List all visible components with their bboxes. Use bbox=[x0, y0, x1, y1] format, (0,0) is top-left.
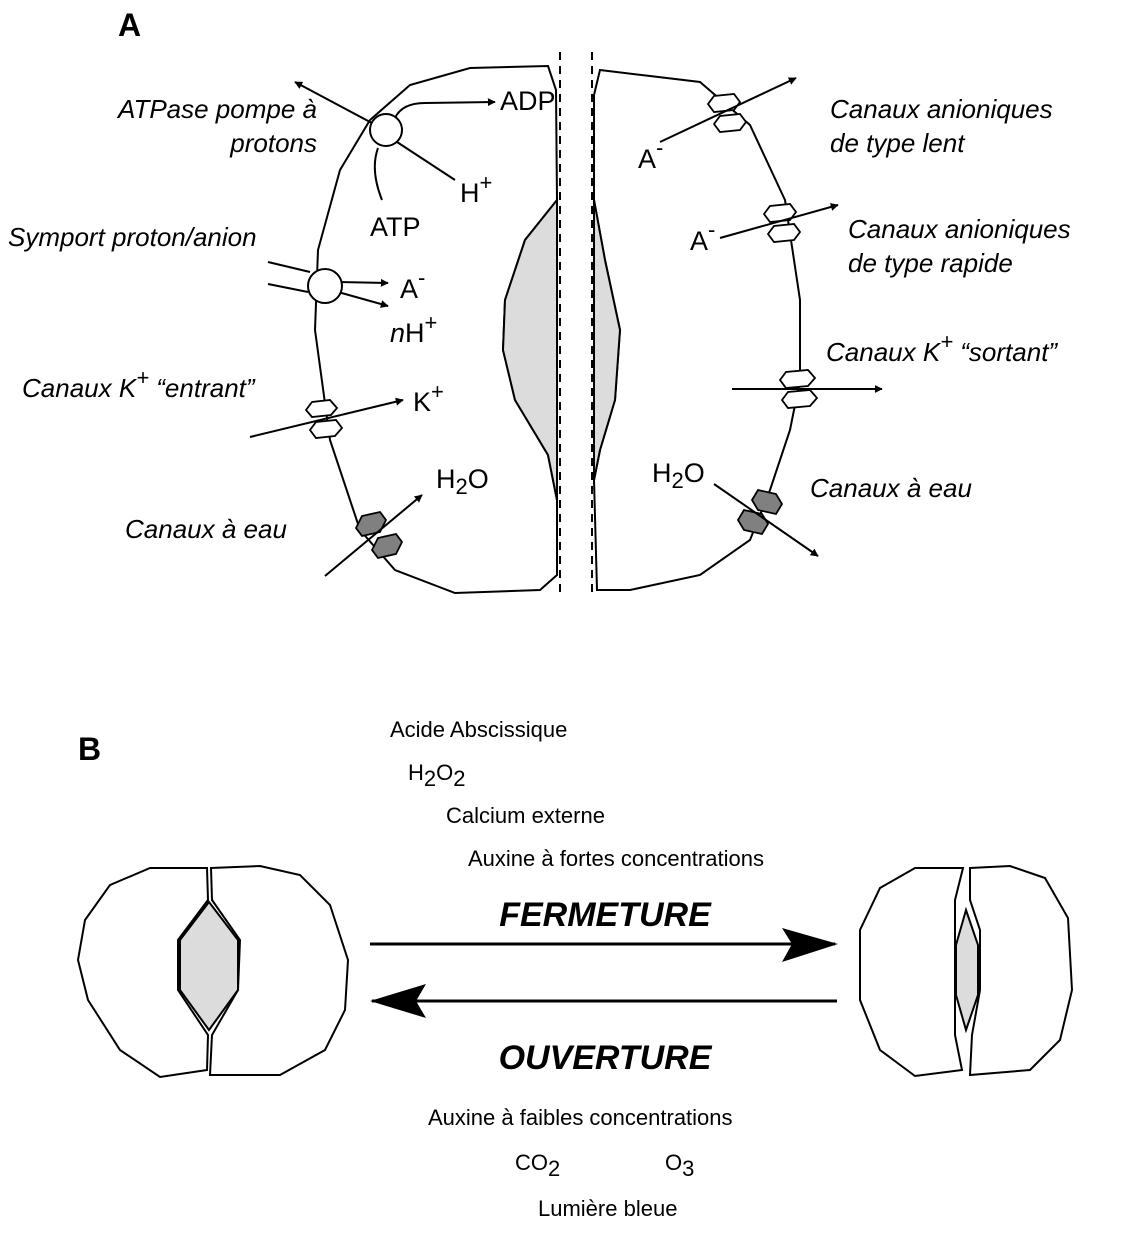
a-text: A bbox=[638, 144, 656, 174]
minus-superscript: - bbox=[656, 135, 663, 160]
symport-icon bbox=[308, 269, 342, 303]
a-text: A bbox=[400, 274, 418, 304]
k-outward-label-pre: Canaux K bbox=[826, 337, 942, 367]
o3-text: O bbox=[665, 1150, 682, 1175]
blue-light-label: Lumière bleue bbox=[538, 1196, 677, 1221]
h2o2-sub-b: 2 bbox=[453, 766, 465, 791]
h2o2-h: H bbox=[408, 760, 424, 785]
closed-stoma-pore bbox=[956, 910, 978, 1030]
co2-sub: 2 bbox=[548, 1156, 560, 1181]
water-sub: 2 bbox=[672, 468, 684, 493]
water-h: H bbox=[652, 458, 672, 488]
k-inward-label: Canaux K+ “entrant” bbox=[22, 365, 256, 403]
rapid-anion-channel-top bbox=[764, 204, 796, 222]
water-o: O bbox=[684, 458, 705, 488]
auxin-low-label: Auxine à faibles concentrations bbox=[428, 1105, 733, 1130]
water-channel-left-label: Canaux à eau bbox=[125, 514, 287, 544]
rapid-anion-label-line2: de type rapide bbox=[848, 248, 1013, 278]
slow-anion-channel-bottom bbox=[714, 114, 746, 132]
h-text: H bbox=[460, 178, 480, 208]
minus-superscript: - bbox=[708, 217, 715, 242]
symport-input-line-1 bbox=[268, 262, 310, 272]
slow-anion-channel-top bbox=[708, 94, 740, 112]
atp-label: ATP bbox=[370, 212, 421, 242]
water-o: O bbox=[468, 464, 489, 494]
plus-superscript: + bbox=[136, 365, 149, 390]
auxin-high-label: Auxine à fortes concentrations bbox=[468, 846, 764, 871]
slow-anion-label-line1: Canaux anioniques bbox=[830, 94, 1053, 124]
minus-superscript: - bbox=[418, 265, 425, 290]
k-outward-label-post: “sortant” bbox=[953, 337, 1058, 367]
panel-label-a: A bbox=[118, 7, 141, 43]
water-channel-right-label: Canaux à eau bbox=[810, 473, 972, 503]
atpase-label-line2: protons bbox=[229, 128, 317, 158]
water-h: H bbox=[436, 464, 456, 494]
atpase-pump-icon bbox=[370, 114, 402, 146]
panel-label-b: B bbox=[78, 731, 101, 767]
plus-superscript: + bbox=[480, 170, 493, 195]
opening-label: OUVERTURE bbox=[499, 1039, 713, 1077]
k-inward-channel-top bbox=[306, 400, 337, 417]
h2o2-o: O bbox=[436, 760, 453, 785]
abscisic-acid-label: Acide Abscissique bbox=[390, 717, 567, 742]
plus-superscript: + bbox=[940, 329, 953, 354]
water-sub: 2 bbox=[456, 474, 468, 499]
k-inward-label-post: “entrant” bbox=[149, 373, 256, 403]
atpase-label-line1: ATPase pompe à bbox=[116, 94, 317, 124]
o3-label: O3 bbox=[665, 1150, 694, 1181]
closed-stoma-right-guard-cell bbox=[970, 866, 1072, 1075]
h2o2-sub-a: 2 bbox=[424, 766, 436, 791]
symport-input-line-2 bbox=[268, 284, 308, 292]
plus-superscript: + bbox=[425, 310, 438, 335]
rapid-anion-channel-bottom bbox=[768, 224, 800, 242]
a-text: A bbox=[690, 226, 708, 256]
k-text: K bbox=[413, 387, 431, 417]
co2-text: CO bbox=[515, 1150, 548, 1175]
k-outward-label: Canaux K+ “sortant” bbox=[826, 329, 1058, 367]
symport-label: Symport proton/anion bbox=[8, 222, 257, 252]
calcium-label: Calcium externe bbox=[446, 803, 605, 828]
o3-sub: 3 bbox=[682, 1156, 694, 1181]
co2-label: CO2 bbox=[515, 1150, 560, 1181]
h2o2-label: H2O2 bbox=[408, 760, 466, 791]
symport-anion-arrow bbox=[338, 282, 388, 283]
h-text: H bbox=[405, 318, 425, 348]
closing-label: FERMETURE bbox=[499, 896, 712, 934]
n-text: n bbox=[390, 318, 405, 348]
closed-stoma-left-guard-cell bbox=[860, 868, 963, 1076]
plus-superscript: + bbox=[431, 379, 444, 404]
adp-label: ADP bbox=[500, 86, 556, 116]
k-outward-channel-top bbox=[780, 370, 815, 388]
slow-anion-label-line2: de type lent bbox=[830, 128, 966, 158]
k-inward-label-pre: Canaux K bbox=[22, 373, 138, 403]
k-outward-channel-bottom bbox=[782, 390, 817, 408]
rapid-anion-label-line1: Canaux anioniques bbox=[848, 214, 1071, 244]
